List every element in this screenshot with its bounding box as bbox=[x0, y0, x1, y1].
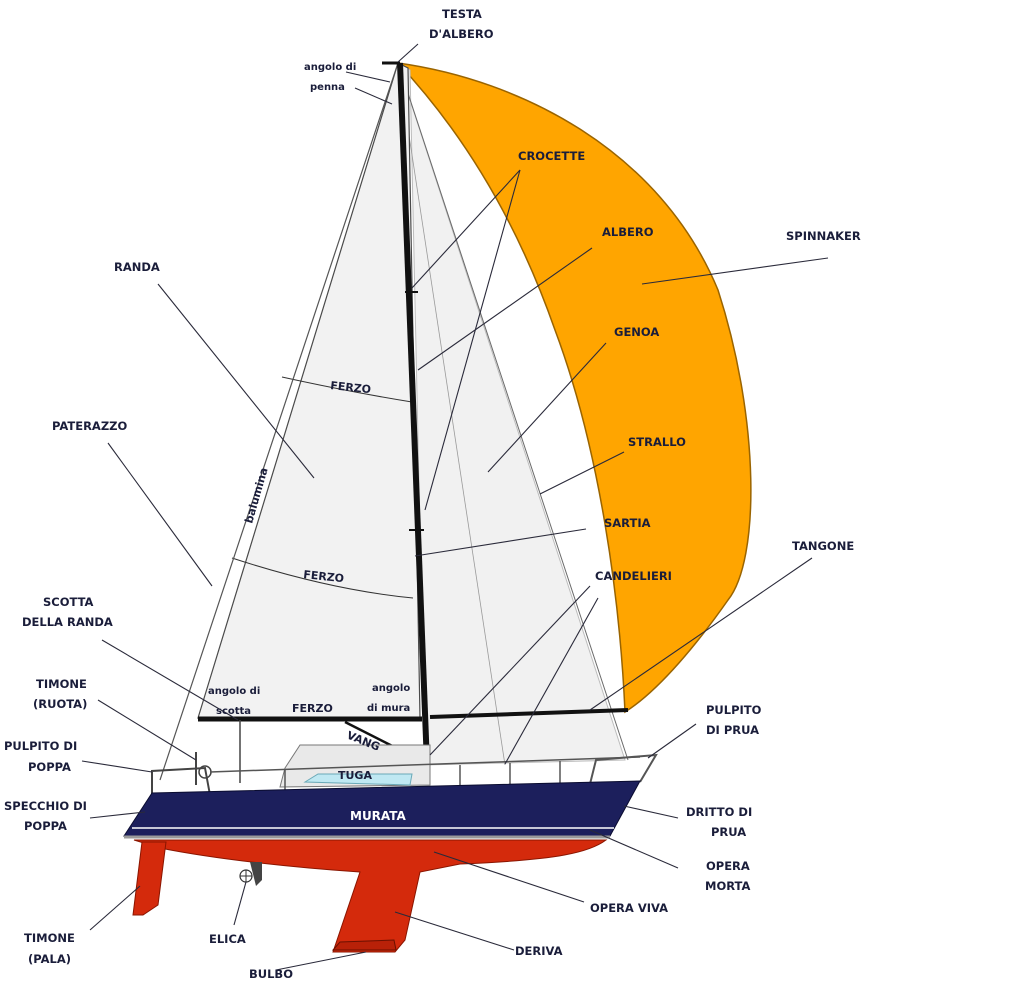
rudder-blade bbox=[132, 841, 167, 916]
label-specchio-poppa-1: SPECCHIO DI bbox=[4, 799, 87, 813]
label-pulpito-poppa-1: PULPITO DI bbox=[4, 739, 77, 753]
label-timone-pala-2: (PALA) bbox=[28, 952, 71, 966]
label-bulbo: BULBO bbox=[249, 967, 293, 981]
label-testa-albero-1: TESTA bbox=[442, 7, 482, 21]
spinnaker-sail bbox=[396, 61, 752, 714]
label-angolo-scotta-1: angolo di bbox=[208, 686, 260, 697]
label-pulpito-poppa-2: POPPA bbox=[28, 760, 71, 774]
label-albero: ALBERO bbox=[602, 225, 654, 239]
leader-lines bbox=[81, 43, 829, 971]
label-pulpito-prua-1: PULPITO bbox=[706, 703, 762, 717]
backstay-line bbox=[159, 62, 399, 781]
label-genoa: GENOA bbox=[614, 325, 659, 339]
label-dritto-prua-1: DRITTO DI bbox=[686, 805, 752, 819]
label-crocette: CROCETTE bbox=[518, 149, 585, 163]
label-deriva: DERIVA bbox=[515, 944, 563, 958]
label-opera-morta-2: MORTA bbox=[705, 879, 751, 893]
label-opera-viva: OPERA VIVA bbox=[590, 901, 668, 915]
lifeline bbox=[209, 756, 641, 773]
cabin-window bbox=[303, 773, 413, 786]
stern-pulpit bbox=[151, 766, 211, 796]
label-ferzo-bottom: FERZO bbox=[292, 702, 333, 715]
label-ferzo-top: FERZO bbox=[330, 379, 372, 396]
label-timone-pala-1: TIMONE bbox=[24, 931, 75, 945]
label-dritto-prua-2: PRUA bbox=[711, 825, 746, 839]
label-randa: RANDA bbox=[114, 260, 160, 274]
propeller-shaft bbox=[250, 862, 262, 886]
label-sartia: SARTIA bbox=[604, 516, 651, 530]
label-testa-albero-2: D'ALBERO bbox=[429, 27, 494, 41]
ferzo-seam-mid bbox=[231, 557, 414, 599]
bow-pulpit bbox=[589, 753, 658, 785]
label-angolo-mura-2: di mura bbox=[367, 703, 410, 714]
label-candelieri: CANDELIERI bbox=[595, 569, 672, 583]
hull-underwater bbox=[133, 839, 608, 953]
label-paterazzo: PATERAZZO bbox=[52, 419, 128, 433]
label-spinnaker: SPINNAKER bbox=[786, 229, 861, 243]
label-scotta-randa-1: SCOTTA bbox=[43, 595, 94, 609]
label-ferzo-mid: FERZO bbox=[303, 568, 345, 585]
label-opera-morta-1: OPERA bbox=[706, 859, 750, 873]
label-timone-ruota-1: TIMONE bbox=[36, 677, 87, 691]
label-scotta-randa-2: DELLA RANDA bbox=[22, 615, 113, 629]
label-elica: ELICA bbox=[209, 932, 246, 946]
label-tangone: TANGONE bbox=[792, 539, 854, 553]
label-angolo-penna-1: angolo di bbox=[304, 62, 356, 73]
label-angolo-scotta-2: scotta bbox=[216, 706, 251, 717]
mainsail bbox=[197, 62, 421, 719]
label-timone-ruota-2: (RUOTA) bbox=[33, 697, 87, 711]
mast bbox=[397, 62, 430, 766]
label-tuga: TUGA bbox=[338, 769, 372, 782]
label-murata: MURATA bbox=[350, 809, 407, 823]
label-angolo-mura-1: angolo bbox=[372, 683, 410, 694]
label-pulpito-prua-2: DI PRUA bbox=[706, 723, 759, 737]
label-strallo: STRALLO bbox=[628, 435, 686, 449]
forestay-line bbox=[397, 62, 629, 761]
label-specchio-poppa-2: POPPA bbox=[24, 819, 67, 833]
keel-bulb bbox=[331, 939, 397, 951]
spinnaker-pole bbox=[429, 708, 629, 719]
ferzo-seam-top bbox=[281, 376, 413, 403]
label-angolo-penna-2: penna bbox=[310, 82, 345, 93]
